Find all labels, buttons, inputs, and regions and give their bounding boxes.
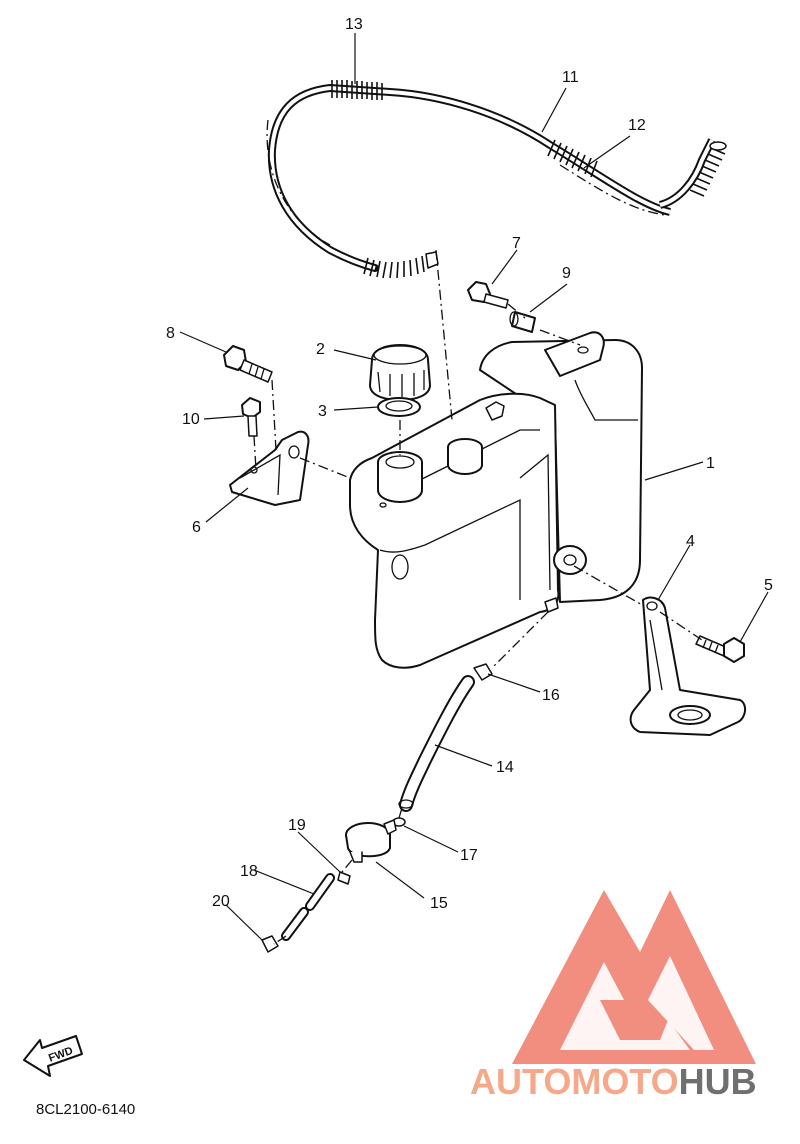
callout-20: 20 [212, 893, 230, 910]
callout-13: 13 [345, 16, 363, 33]
bolt-7 [467, 281, 509, 309]
oil-hose [398, 675, 475, 812]
bolt-10 [241, 397, 261, 437]
bracket-left [229, 430, 310, 506]
callout-10: 10 [182, 411, 200, 428]
small-hose [281, 873, 335, 941]
callout-8: 8 [166, 325, 175, 342]
collar-9 [509, 311, 536, 333]
callout-2: 2 [316, 341, 325, 358]
oil-tank [349, 331, 643, 669]
clip-19 [337, 871, 351, 885]
callout-11: 11 [562, 69, 579, 86]
callouts: 1 2 3 4 5 6 7 8 9 10 11 12 13 14 15 16 1… [166, 16, 773, 912]
callout-19: 19 [288, 817, 306, 834]
callout-5: 5 [764, 577, 773, 594]
hose-rib-mid [547, 139, 598, 178]
bolt-8 [223, 345, 273, 383]
bolt-5 [695, 635, 745, 663]
hose-rib-top [331, 80, 383, 100]
callout-3: 3 [318, 403, 327, 420]
watermark-text-part2: HUB [679, 1061, 757, 1102]
hose-rib-left [363, 251, 439, 279]
callout-17: 17 [460, 847, 478, 864]
clamp-16 [473, 663, 493, 681]
callout-4: 4 [686, 533, 695, 550]
cap-gasket [377, 397, 421, 417]
clamp-20 [261, 935, 279, 953]
callout-7: 7 [512, 235, 521, 252]
tank-cap [369, 344, 431, 401]
callout-1: 1 [706, 455, 715, 472]
callout-18: 18 [240, 863, 258, 880]
hose-rib-right [658, 138, 727, 209]
callout-15: 15 [430, 895, 448, 912]
callout-12: 12 [628, 117, 646, 134]
watermark-text: AUTOMOTOHUB [470, 1061, 757, 1102]
leader-lines [179, 33, 769, 941]
assembly-lines [253, 249, 703, 945]
bracket-right [629, 596, 746, 736]
callout-6: 6 [192, 519, 201, 536]
callout-14: 14 [496, 759, 514, 776]
diagram-code: 8CL2100-6140 [36, 1101, 135, 1118]
callout-16: 16 [542, 687, 560, 704]
callout-9: 9 [562, 265, 571, 282]
oil-filter [345, 819, 397, 863]
watermark-text-part1: AUTOMOTO [470, 1061, 679, 1102]
watermark-logo [512, 890, 756, 1064]
breather-hose [266, 80, 727, 279]
fwd-arrow: FWD [23, 1035, 83, 1077]
